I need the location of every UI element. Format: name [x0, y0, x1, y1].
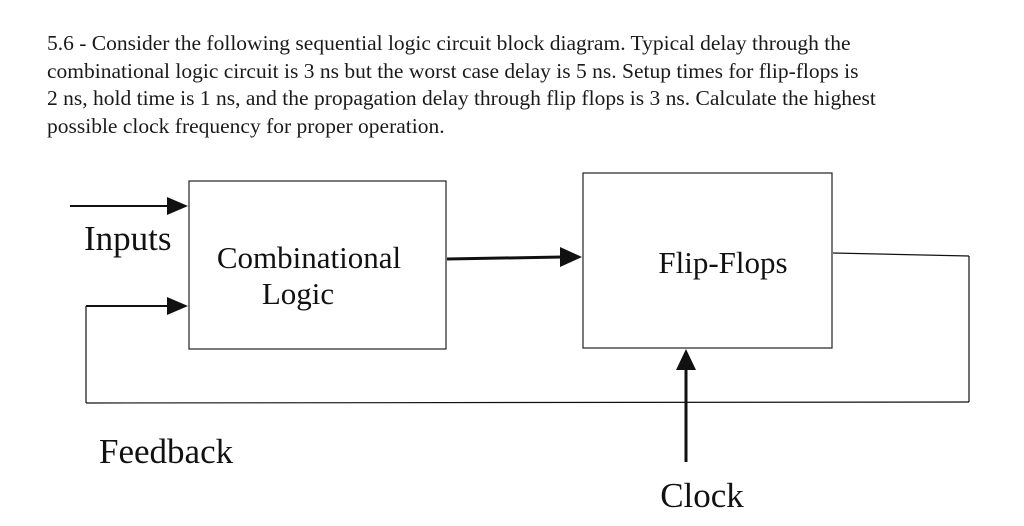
combinational-logic-label-line2: Logic	[262, 276, 334, 311]
flip-flops-label: Flip-Flops	[658, 245, 787, 280]
flip-flops-block	[582, 172, 833, 349]
problem-line-4: possible clock frequency for proper oper…	[47, 113, 445, 138]
problem-statement: 5.6 - Consider the following sequential …	[47, 30, 1007, 140]
clock-arrow	[676, 349, 696, 462]
problem-line-2: combinational logic circuit is 3 ns but …	[47, 58, 859, 83]
problem-line-3: 2 ns, hold time is 1 ns, and the propaga…	[47, 86, 876, 110]
clock-label: Clock	[660, 476, 744, 515]
combinational-logic-block	[188, 180, 447, 350]
combinational-logic-label-line1: Combinational	[217, 240, 401, 275]
feedback-input-arrow	[86, 297, 188, 315]
inputs-label: Inputs	[84, 219, 172, 258]
input-arrow-top	[70, 197, 188, 215]
problem-line-1: 5.6 - Consider the following sequential …	[47, 31, 851, 55]
feedback-loop-line	[85, 252, 970, 404]
comb-to-ff-arrow	[446, 247, 582, 267]
feedback-label: Feedback	[99, 432, 234, 471]
